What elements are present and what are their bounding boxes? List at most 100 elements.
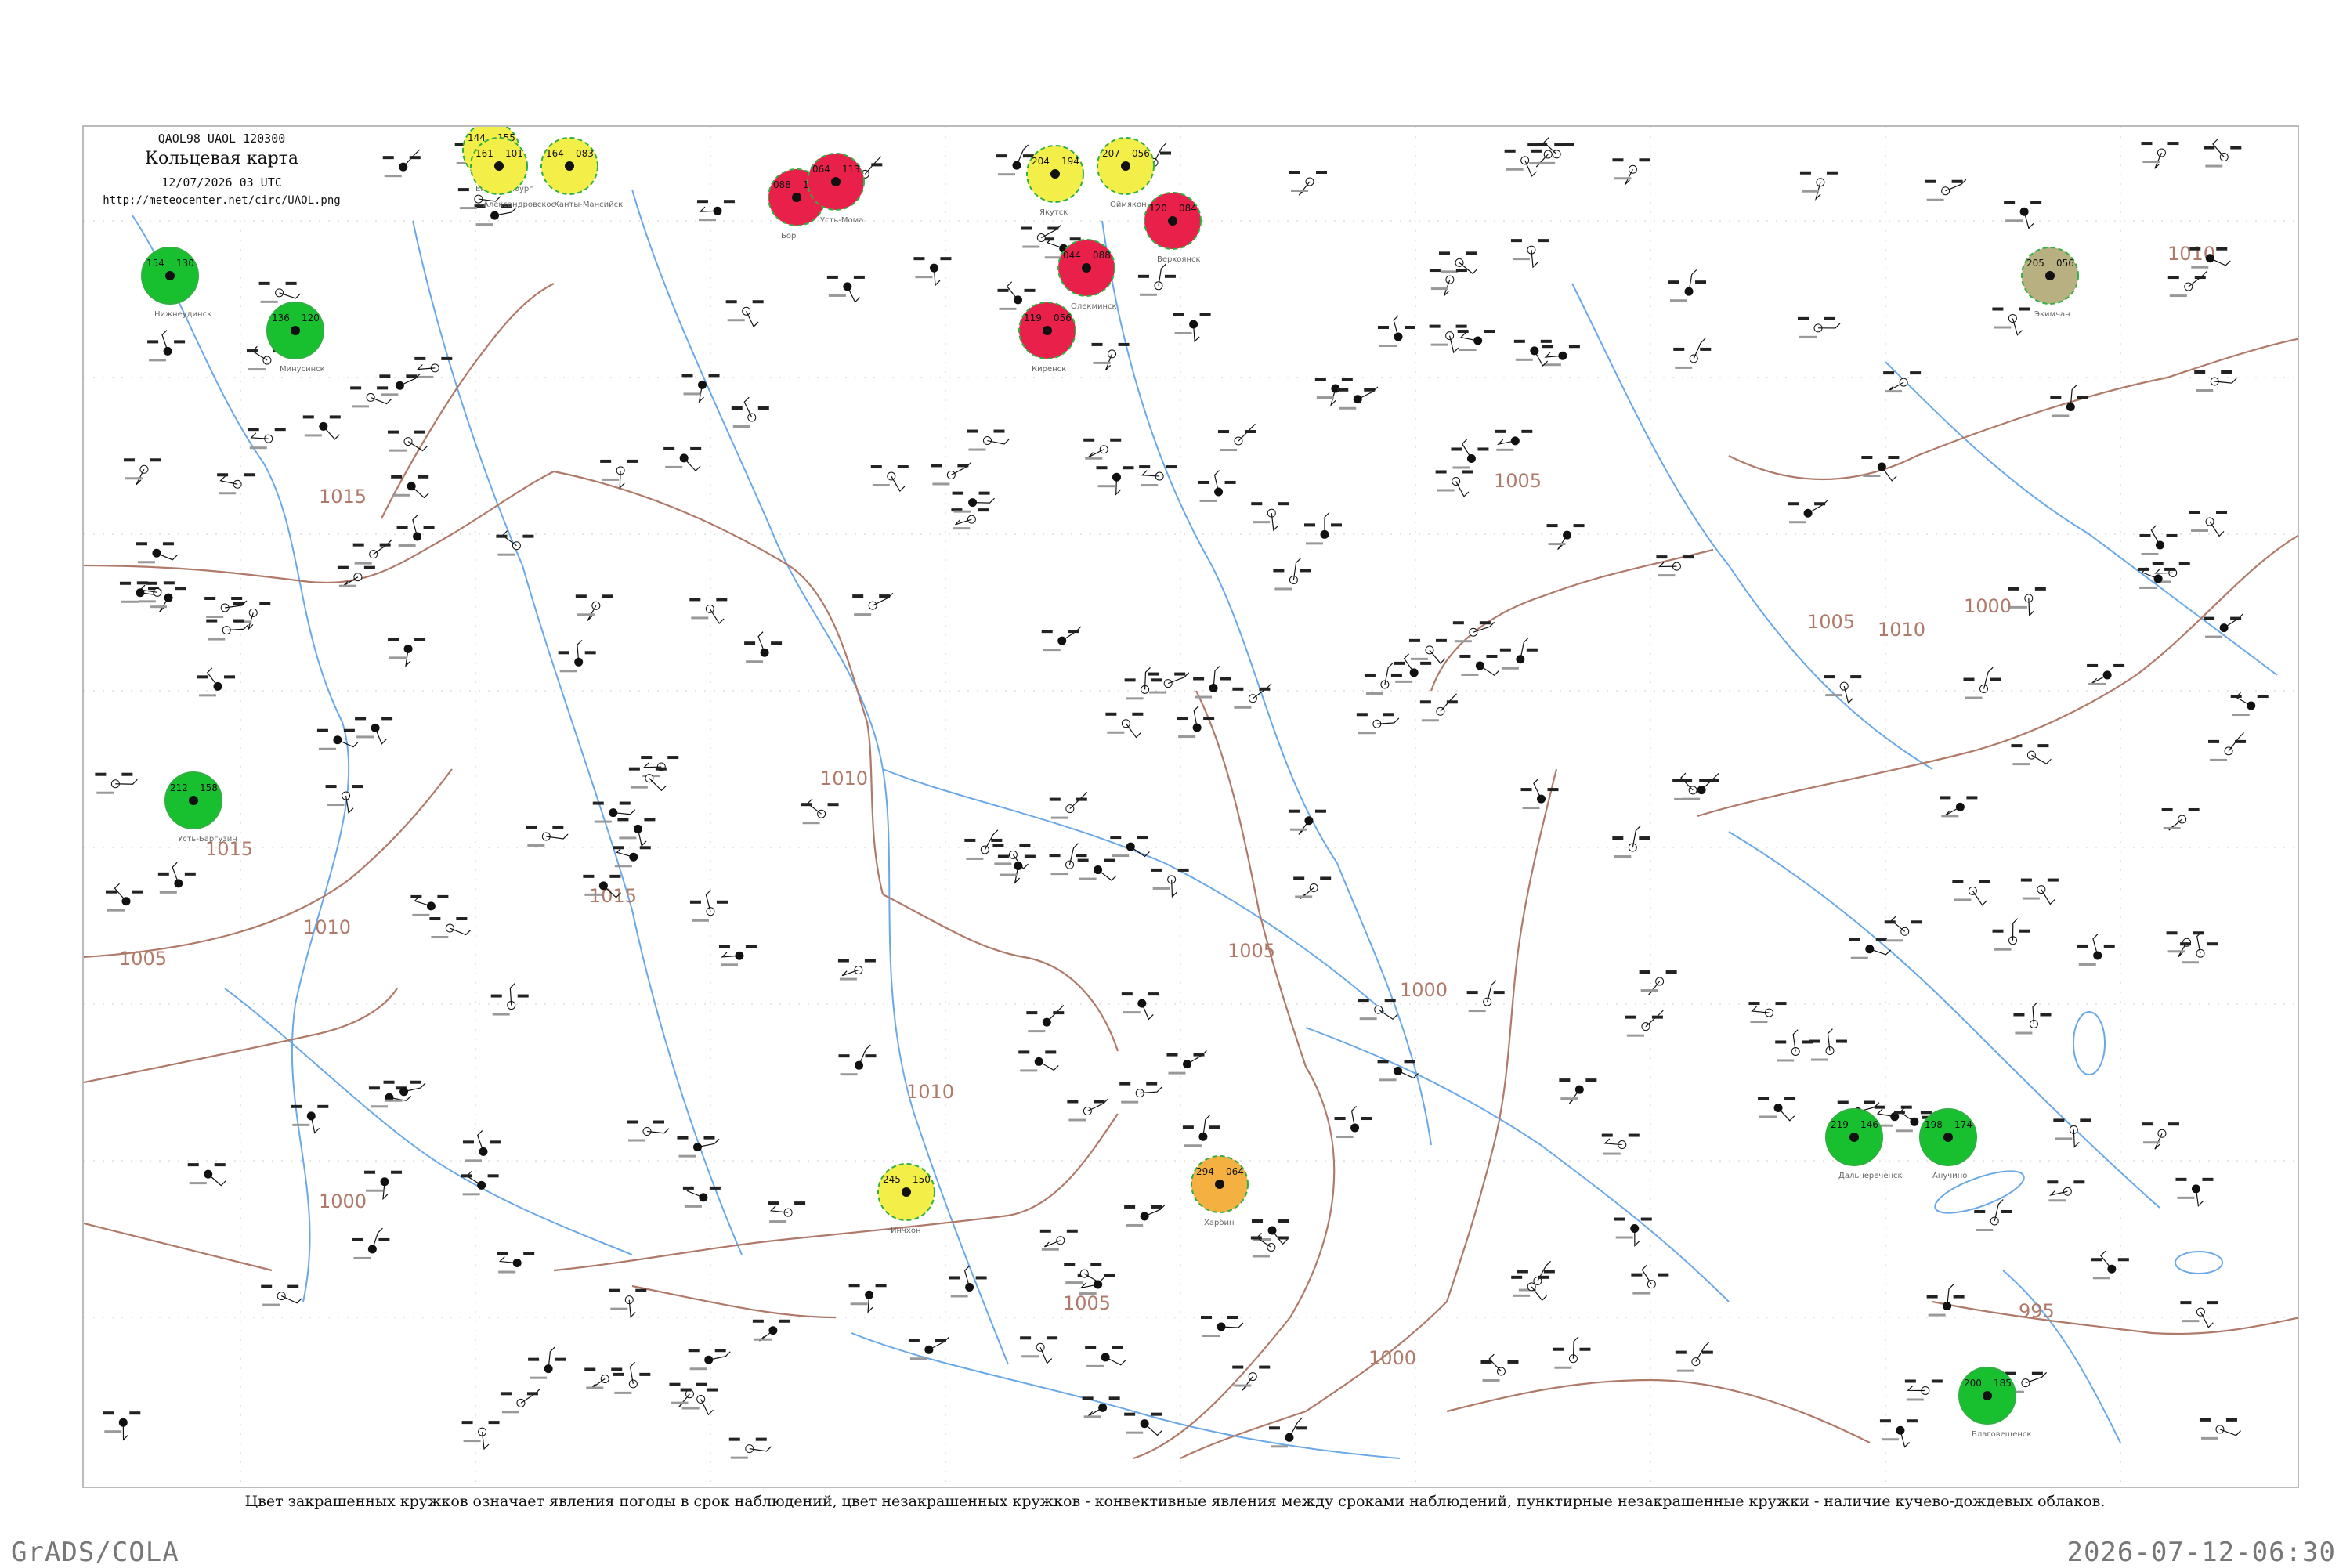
station-plot — [1334, 1105, 1372, 1139]
rivers — [130, 189, 2278, 1459]
station-plot — [2180, 931, 2218, 964]
svg-text:1010: 1010 — [303, 916, 351, 938]
station-plot — [1963, 667, 2001, 699]
station-plot — [1377, 315, 1415, 347]
station-plot — [682, 374, 720, 403]
station-plot — [157, 862, 196, 894]
station-plot — [1799, 171, 1838, 201]
temperature-value: 245 — [883, 1174, 901, 1185]
station-plot — [801, 798, 839, 825]
station-plot — [2204, 613, 2243, 638]
station-plot — [1139, 465, 1177, 487]
station-name: Усть-Баргузин — [178, 835, 237, 844]
station-plot — [1091, 342, 1130, 370]
pressure-value: 083 — [576, 148, 594, 159]
station-plot — [1940, 796, 1978, 818]
station-plot — [1217, 423, 1256, 452]
station-plot — [325, 785, 363, 815]
station-plot — [2087, 663, 2125, 685]
station-plot — [1049, 843, 1087, 876]
station-plot — [908, 1336, 949, 1360]
station-plot — [1546, 524, 1585, 551]
station-plot — [1067, 1098, 1108, 1122]
station-plot — [1268, 1417, 1307, 1448]
station-plot — [352, 539, 393, 565]
station-plot — [2020, 878, 2059, 905]
station-plots — [95, 137, 2269, 1459]
station-plot — [1510, 239, 1549, 269]
station-plot — [1439, 251, 1478, 275]
station-name: Киренск — [1032, 365, 1066, 374]
station-plot — [147, 330, 186, 362]
cloud-cover-marker — [291, 326, 300, 335]
station-plot — [1273, 558, 1311, 591]
station-plot — [663, 446, 702, 471]
weather-stations[interactable]: 144155Екатеринбург161101Александровское1… — [141, 127, 2079, 1439]
isobar-labels: 1015 1015 1015 1010 1010 1010 1010 1005 … — [119, 243, 2215, 1369]
source-url[interactable]: http://meteocenter.net/circ/UAOL.png — [103, 194, 341, 207]
station-plot — [1041, 626, 1082, 652]
graticule — [84, 127, 2298, 1487]
station-plot — [1020, 1336, 1058, 1364]
station-plot — [1026, 1005, 1065, 1033]
bulletin-code: QAOL98 UAOL 120300 — [157, 132, 286, 146]
station-plot — [1748, 1002, 1787, 1024]
station-plot — [1077, 858, 1117, 881]
station-plot — [1364, 662, 1402, 695]
station-plot — [461, 1421, 500, 1451]
cloud-cover-marker — [831, 177, 841, 186]
pressure-value: 130 — [176, 258, 194, 269]
station-plot — [1232, 1365, 1271, 1391]
station-plot — [558, 639, 596, 673]
svg-text:1015: 1015 — [319, 486, 367, 508]
station-plot — [148, 587, 186, 613]
station-name: Верхоянск — [1157, 255, 1201, 264]
station-plot — [1166, 1050, 1207, 1075]
station-plot — [952, 491, 995, 513]
station-plot — [688, 1349, 731, 1371]
cloud-cover-marker — [1983, 1391, 1992, 1400]
station-plot — [2175, 1177, 2214, 1207]
station-plot — [1288, 809, 1326, 835]
station-plot — [2204, 139, 2242, 168]
station-name: Минусинск — [280, 365, 325, 374]
station-plot — [1039, 1229, 1078, 1251]
station-name: Благовещенск — [1972, 1430, 2031, 1439]
station-plot — [1201, 1316, 1244, 1338]
cloud-cover-marker — [189, 796, 198, 805]
station-plot — [217, 473, 255, 495]
station-plot — [575, 594, 613, 621]
title-box: QAOL98 UAOL 120300 Кольцевая карта 12/07… — [84, 127, 360, 215]
station-plot — [1394, 653, 1432, 683]
station-plot — [1232, 683, 1272, 709]
pressure-value: 120 — [302, 313, 320, 323]
station-plot — [1148, 672, 1190, 694]
cloud-cover-marker — [1043, 326, 1052, 335]
station-plot — [461, 1171, 499, 1196]
station-plot — [996, 144, 1034, 176]
station-plot — [1849, 938, 1892, 959]
station-plot — [1250, 1232, 1289, 1258]
cloud-cover-marker — [902, 1187, 911, 1197]
station-plot — [2091, 1250, 2129, 1280]
station-plot — [1601, 1133, 1640, 1155]
cloud-cover-marker — [1215, 1180, 1224, 1189]
temperature-value: 164 — [546, 148, 564, 159]
